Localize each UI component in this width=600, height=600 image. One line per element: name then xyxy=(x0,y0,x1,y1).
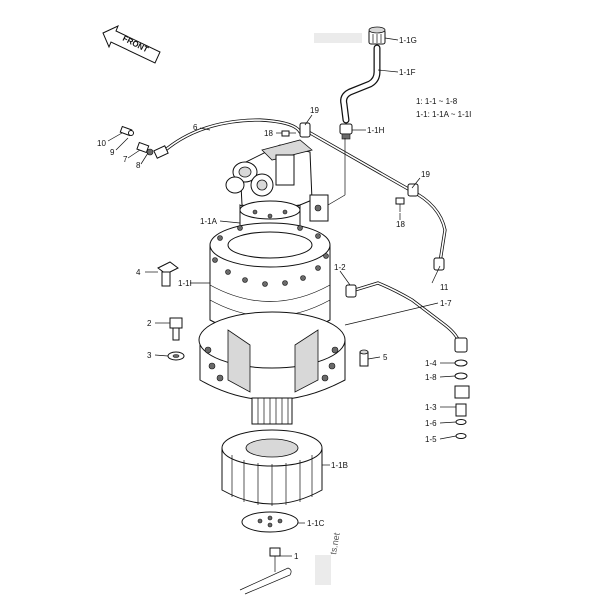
callout-2: 2 xyxy=(147,319,152,328)
watermark-blur-bottom xyxy=(315,555,331,585)
leader-lines xyxy=(107,37,457,557)
fittings-7-10 xyxy=(119,125,154,156)
gear-1-1B xyxy=(221,429,323,506)
callout-11: 11 xyxy=(440,283,449,292)
bolt-18a xyxy=(281,130,296,137)
tube-1-1F xyxy=(340,44,381,124)
cap-1-1G xyxy=(368,26,386,45)
pipe-right-upper xyxy=(299,122,447,271)
legend-line-1: 1: 1-1 ~ 1-8 xyxy=(416,97,458,106)
callout-1-2: 1-2 xyxy=(334,263,346,272)
callout-10: 10 xyxy=(97,139,106,148)
part-4 xyxy=(157,261,179,287)
callout-labels: 1-1G 1-1F 19 18 1-1H 6 10 9 7 8 19 18 1-… xyxy=(97,36,452,561)
callout-1-4: 1-4 xyxy=(425,359,437,368)
hose-1-7 xyxy=(345,281,468,353)
callout-1-1F: 1-1F xyxy=(399,68,416,77)
legend-line-2: 1-1: 1-1A ~ 1-1I xyxy=(416,110,471,119)
callout-6: 6 xyxy=(193,123,198,132)
callout-3: 3 xyxy=(147,351,152,360)
callout-1-3: 1-3 xyxy=(425,403,437,412)
pin-5 xyxy=(359,349,369,367)
fitting-1-1H xyxy=(339,123,353,140)
callout-18-right: 18 xyxy=(396,220,405,229)
callout-19-top: 19 xyxy=(310,106,319,115)
callout-1-1B: 1-1B xyxy=(331,461,348,470)
hose-6 xyxy=(153,118,302,159)
callout-4: 4 xyxy=(136,268,141,277)
callout-8: 8 xyxy=(136,161,141,170)
bolt-2 xyxy=(169,317,183,341)
mounting-flange xyxy=(198,311,346,401)
callout-1-5: 1-5 xyxy=(425,435,437,444)
callout-1: 1 xyxy=(294,552,299,561)
front-direction-arrow: FRONT xyxy=(102,25,161,64)
callout-1-1A: 1-1A xyxy=(200,217,218,226)
callout-1-1C: 1-1C xyxy=(307,519,325,528)
washer-3 xyxy=(167,351,185,361)
callout-1-6: 1-6 xyxy=(425,419,437,428)
callout-7: 7 xyxy=(123,155,128,164)
callout-9: 9 xyxy=(110,148,115,157)
callout-5: 5 xyxy=(383,353,388,362)
watermark-text: ts.net xyxy=(328,531,342,555)
bolt-1 xyxy=(239,547,292,595)
callout-18-top: 18 xyxy=(264,129,273,138)
watermark-blur-top xyxy=(314,33,362,43)
callout-1-7: 1-7 xyxy=(440,299,452,308)
fitting-stack-right xyxy=(454,359,470,439)
callout-1-8: 1-8 xyxy=(425,373,437,382)
bolt-18b xyxy=(395,197,405,212)
callout-1-1G: 1-1G xyxy=(399,36,417,45)
callout-1-1H: 1-1H xyxy=(367,126,385,135)
callout-19-right: 19 xyxy=(421,170,430,179)
callout-1-1I: 1-1I xyxy=(178,279,192,288)
pinion-shaft xyxy=(251,397,293,425)
plate-1-1C xyxy=(241,511,299,533)
